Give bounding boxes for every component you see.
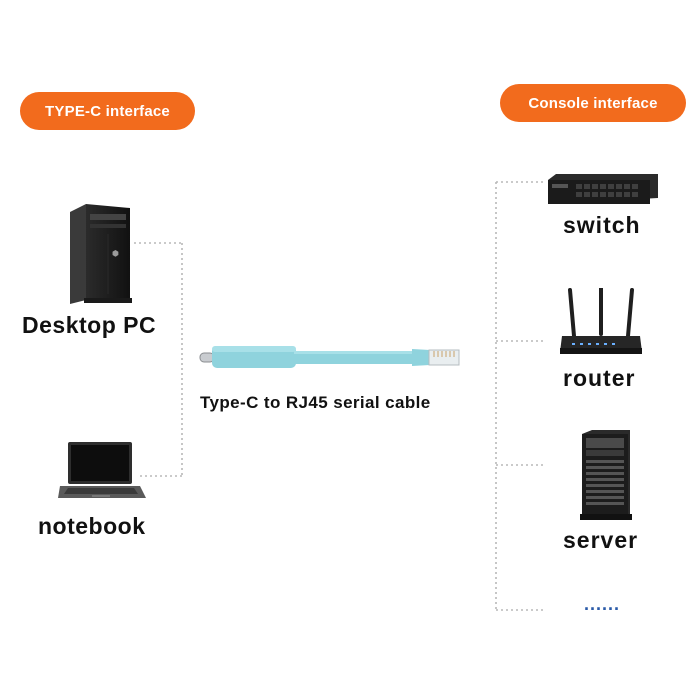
type-c-interface-label: TYPE-C interface <box>45 102 170 120</box>
switch-label: switch <box>563 212 641 238</box>
more-devices-indicator: ...... <box>584 594 621 614</box>
server-tower-icon <box>580 430 632 520</box>
network-switch-icon <box>548 174 658 204</box>
desktop-pc-label: Desktop PC <box>22 312 157 338</box>
server-label: server <box>563 527 639 553</box>
type-c-interface-badge: TYPE-C interface <box>20 92 195 130</box>
notebook-label: notebook <box>38 513 146 539</box>
svg-text:⬢: ⬢ <box>112 249 119 258</box>
console-interface-badge: Console interface <box>500 84 686 122</box>
router-label: router <box>563 365 636 391</box>
console-interface-label: Console interface <box>528 94 658 112</box>
laptop-icon <box>58 442 146 498</box>
router-icon <box>560 288 642 354</box>
cable-label: Type-C to RJ45 serial cable <box>200 393 431 412</box>
usb-c-to-rj45-cable-icon <box>199 346 460 368</box>
desktop-tower-icon: ⬢ <box>70 204 132 304</box>
